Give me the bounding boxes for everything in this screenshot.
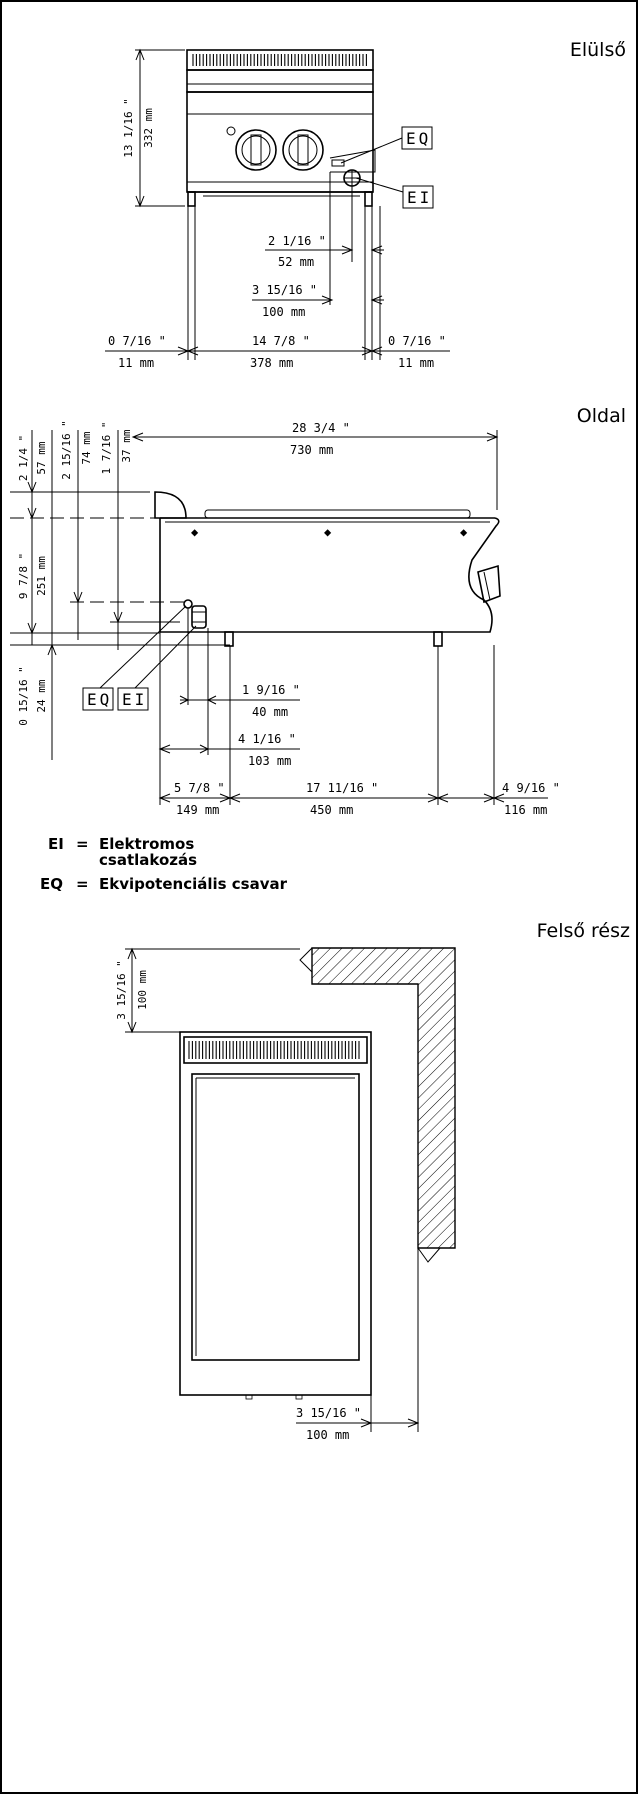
eq-screw-front xyxy=(331,159,345,167)
top-vent-slats xyxy=(188,1041,360,1059)
control-knob-right xyxy=(282,129,324,171)
front-width-mm: 378 mm xyxy=(250,356,293,370)
side-h1-in: 1 9/16 " xyxy=(242,683,300,697)
side-v3-in: 1 7/16 " xyxy=(100,422,113,475)
side-body-outline xyxy=(160,517,500,633)
top-back-mm: 100 mm xyxy=(136,970,149,1010)
front-width-in: 14 7/8 " xyxy=(252,334,310,348)
top-body-outline xyxy=(179,1031,372,1396)
side-b1-in: 5 7/8 " xyxy=(174,781,225,795)
side-b2-in: 17 11/16 " xyxy=(306,781,378,795)
legend: EI = Elektromos csatlakozás EQ = Ekvipot… xyxy=(40,835,288,893)
ei-tag-front: EI xyxy=(407,188,432,207)
svg-text:◆: ◆ xyxy=(460,525,468,539)
side-knob xyxy=(477,564,501,604)
side-v1-in: 2 1/4 " xyxy=(17,435,30,481)
front-top-panel xyxy=(186,69,374,93)
side-b2-mm: 450 mm xyxy=(310,803,353,817)
side-view: Oldal 28 3/4 " 730 mm 2 1/4 " 57 mm 2 15… xyxy=(10,405,626,817)
front-foot-left xyxy=(187,191,196,207)
side-b1-mm: 149 mm xyxy=(176,803,219,817)
eq-tag-side: EQ xyxy=(87,690,112,709)
top-view-label: Felső rész xyxy=(537,920,630,942)
side-view-label: Oldal xyxy=(577,405,626,427)
side-v4-mm: 251 mm xyxy=(35,556,48,596)
front-right-mm: 11 mm xyxy=(398,356,434,370)
griddle-plate-side xyxy=(204,509,471,519)
svg-text:◆: ◆ xyxy=(191,525,199,539)
front-right-in: 0 7/16 " xyxy=(388,334,446,348)
ei-tag-side: EI xyxy=(122,690,147,709)
side-h1-mm: 40 mm xyxy=(252,705,288,719)
side-v5-mm: 24 mm xyxy=(35,679,48,712)
legend-ei-code: EI xyxy=(48,835,64,853)
top-vent-grille xyxy=(183,1036,368,1064)
side-v2-mm: 74 mm xyxy=(80,431,93,464)
legend-ei-text-1: Elektromos xyxy=(99,835,194,853)
front-height-mm: 332 mm xyxy=(142,108,155,148)
front-view-label: Elülső xyxy=(570,39,626,61)
control-knob-left xyxy=(235,129,277,171)
top-side-mm: 100 mm xyxy=(306,1428,349,1442)
side-v5-in: 0 15/16 " xyxy=(17,666,30,726)
side-foot-front xyxy=(224,631,234,647)
side-h2-in: 4 1/16 " xyxy=(238,732,296,746)
front-d1-mm: 52 mm xyxy=(278,255,314,269)
legend-eq-code: EQ xyxy=(40,875,63,893)
side-foot-rear xyxy=(433,631,443,647)
side-depth-in: 28 3/4 " xyxy=(292,421,350,435)
front-d2-in: 3 15/16 " xyxy=(252,283,317,297)
side-b3-in: 4 9/16 " xyxy=(502,781,560,795)
side-v2-in: 2 15/16 " xyxy=(60,420,73,480)
front-height-in: 13 1/16 " xyxy=(122,98,135,158)
griddle-plate-top xyxy=(191,1073,360,1361)
side-v3-mm: 37 mm xyxy=(120,429,133,462)
side-b3-mm: 116 mm xyxy=(504,803,547,817)
front-vent-grille xyxy=(186,49,374,71)
electric-inlet-side xyxy=(191,605,207,629)
wall-section xyxy=(311,947,456,1249)
vent-slats xyxy=(192,54,367,66)
top-back-in: 3 15/16 " xyxy=(115,960,128,1020)
front-left-in: 0 7/16 " xyxy=(108,334,166,348)
front-d2-mm: 100 mm xyxy=(262,305,305,319)
legend-ei-sign: = xyxy=(76,835,89,853)
side-v4-in: 9 7/8 " xyxy=(17,553,30,599)
eq-tag-front: EQ xyxy=(406,129,431,148)
front-foot-right xyxy=(364,191,373,207)
front-d1-in: 2 1/16 " xyxy=(268,234,326,248)
legend-eq-text: Ekvipotenciális csavar xyxy=(99,875,288,893)
legend-eq-sign: = xyxy=(76,875,89,893)
svg-text:◆: ◆ xyxy=(324,525,332,539)
side-depth-mm: 730 mm xyxy=(290,443,333,457)
front-view: Elülső xyxy=(105,39,626,370)
front-left-mm: 11 mm xyxy=(118,356,154,370)
indicator-light-icon xyxy=(226,126,236,136)
front-control-panel xyxy=(186,91,374,193)
rear-flue-side xyxy=(154,491,187,519)
side-h2-mm: 103 mm xyxy=(248,754,291,768)
legend-ei-text-2: csatlakozás xyxy=(99,851,197,869)
top-view: Felső rész 3 15/16 " 100 mm 3 15/16 " 10… xyxy=(115,920,630,1442)
top-side-in: 3 15/16 " xyxy=(296,1406,361,1420)
side-v1-mm: 57 mm xyxy=(35,441,48,474)
